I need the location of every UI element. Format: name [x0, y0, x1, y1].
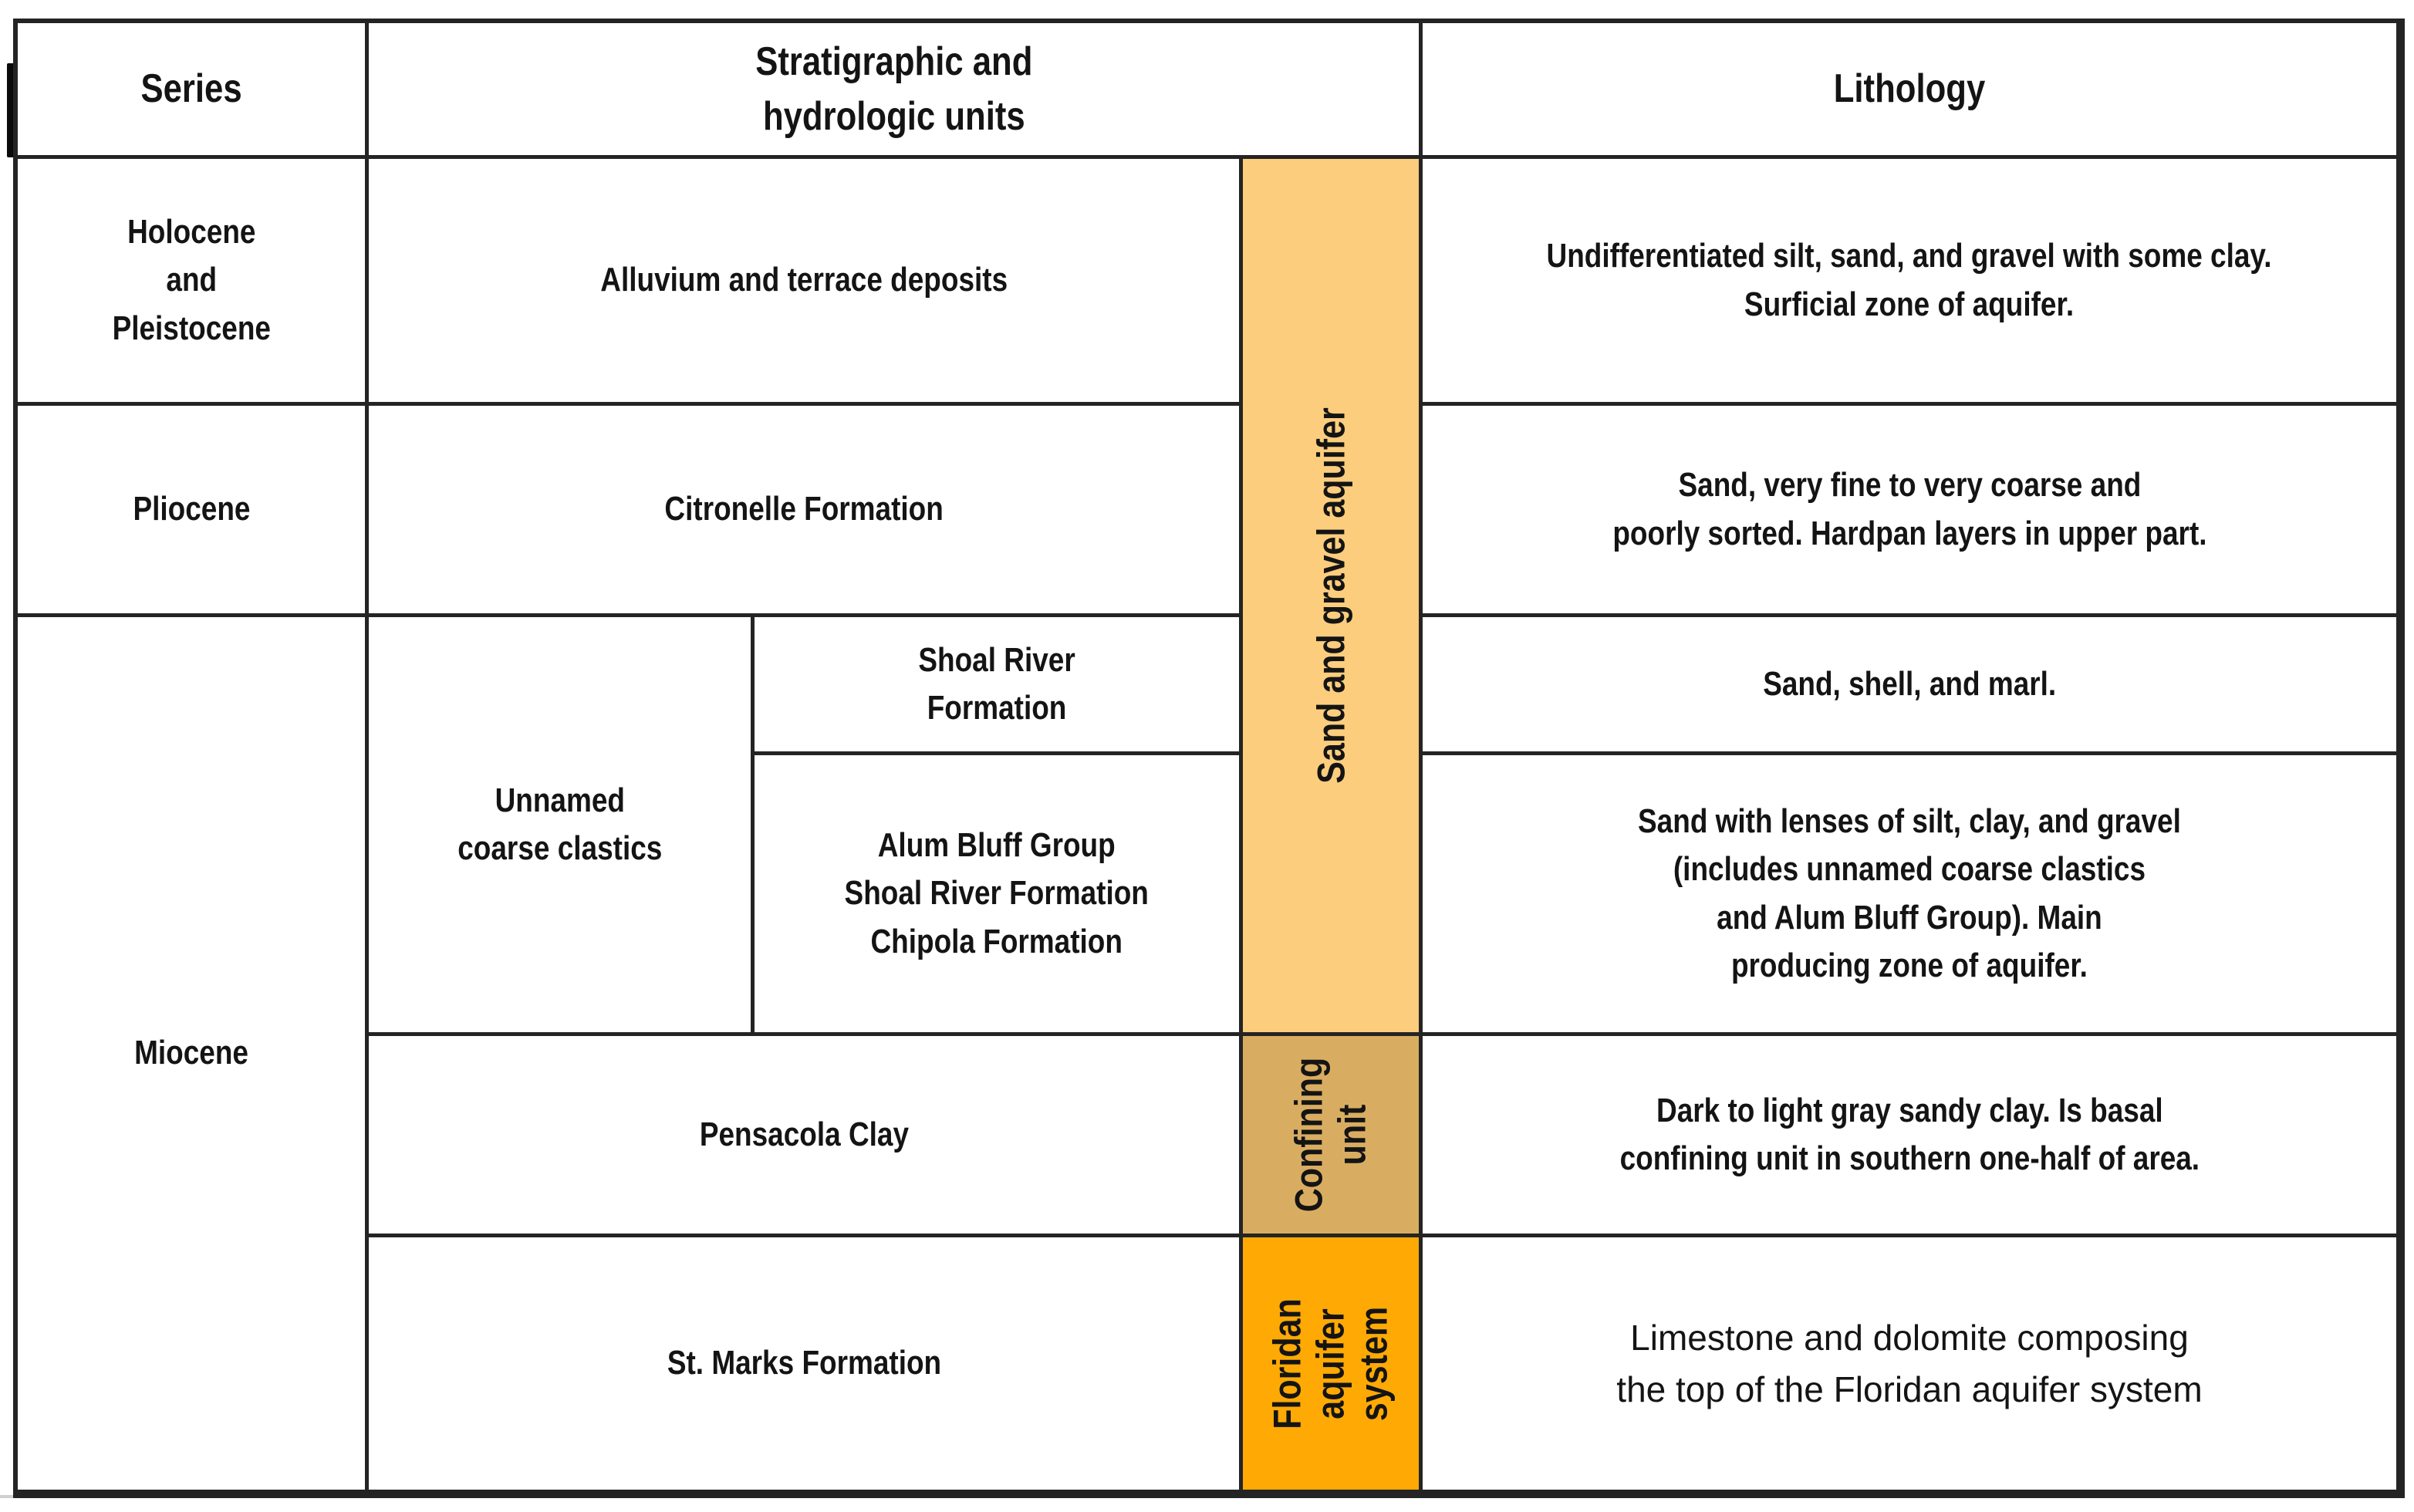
header-lithology: Lithology: [1423, 23, 2400, 159]
band-sand-and-gravel-aquifer: Sand and gravel aquifer: [1243, 159, 1423, 1036]
unit-unnamed-label: Unnamed coarse clastics: [457, 781, 663, 867]
band-sand-gravel-label: Sand and gravel aquifer: [1309, 407, 1353, 784]
series-holocene-label: Holocene and Pleistocene: [112, 212, 271, 347]
band-floridan-aquifer-system: Floridan aquifer system: [1243, 1237, 1423, 1493]
header-strat-label: Stratigraphic and hydrologic units: [755, 39, 1033, 139]
cell-lithology-sand-shell-marl: Sand, shell, and marl.: [1423, 617, 2400, 755]
cell-unit-st-marks: St. Marks Formation: [369, 1237, 1243, 1493]
unit-alum-bluff-label: Alum Bluff Group Shoal River Formation C…: [844, 825, 1150, 960]
cell-lithology-sand-fine-coarse: Sand, very fine to very coarse and poorl…: [1423, 406, 2400, 617]
header-series: Series: [18, 23, 369, 159]
lithology-text-4: Sand with lenses of silt, clay, and grav…: [1638, 802, 2181, 984]
unit-citronelle-label: Citronelle Formation: [664, 490, 944, 528]
cell-unit-pensacola-clay: Pensacola Clay: [369, 1036, 1243, 1237]
cell-unit-alluvium: Alluvium and terrace deposits: [369, 159, 1243, 406]
band-floridan-label: Floridan aquifer system: [1266, 1298, 1396, 1429]
cell-series-pliocene: Pliocene: [18, 406, 369, 617]
cell-unit-citronelle: Citronelle Formation: [369, 406, 1243, 617]
cell-lithology-limestone-dolomite: Limestone and dolomite composing the top…: [1423, 1237, 2400, 1493]
unit-alluvium-label: Alluvium and terrace deposits: [600, 261, 1008, 299]
header-lithology-label: Lithology: [1833, 66, 1986, 112]
cell-series-miocene: Miocene: [18, 617, 369, 1493]
header-stratigraphic-hydrologic-units: Stratigraphic and hydrologic units: [369, 23, 1423, 159]
lithology-text-2: Sand, very fine to very coarse and poorl…: [1612, 466, 2207, 552]
unit-pensacola-label: Pensacola Clay: [699, 1115, 909, 1153]
stratigraphic-hydrologic-table: Series Stratigraphic and hydrologic unit…: [13, 19, 2405, 1498]
cell-unit-alum-bluff-group: Alum Bluff Group Shoal River Formation C…: [755, 755, 1243, 1036]
lithology-text-1: Undifferentiated silt, sand, and gravel …: [1547, 237, 2272, 323]
band-confining-unit: Confining unit: [1243, 1036, 1423, 1237]
lithology-text-3: Sand, shell, and marl.: [1763, 664, 2056, 703]
cell-lithology-gray-sandy-clay: Dark to light gray sandy clay. Is basal …: [1423, 1036, 2400, 1237]
band-confining-label: Confining unit: [1288, 1057, 1375, 1213]
series-miocene-label: Miocene: [134, 1034, 248, 1072]
cell-lithology-undifferentiated: Undifferentiated silt, sand, and gravel …: [1423, 159, 2400, 406]
cell-unit-shoal-river: Shoal River Formation: [755, 617, 1243, 755]
lithology-text-6: Limestone and dolomite composing the top…: [1616, 1317, 2203, 1409]
cell-lithology-sand-lenses: Sand with lenses of silt, clay, and grav…: [1423, 755, 2400, 1036]
unit-st-marks-label: St. Marks Formation: [667, 1344, 941, 1382]
cell-series-holocene-pleistocene: Holocene and Pleistocene: [18, 159, 369, 406]
cell-unit-unnamed-coarse-clastics: Unnamed coarse clastics: [369, 617, 755, 1036]
lithology-text-5: Dark to light gray sandy clay. Is basal …: [1619, 1091, 2200, 1177]
series-pliocene-label: Pliocene: [132, 490, 251, 528]
header-series-label: Series: [140, 66, 242, 112]
unit-shoal-river-label: Shoal River Formation: [918, 640, 1075, 727]
